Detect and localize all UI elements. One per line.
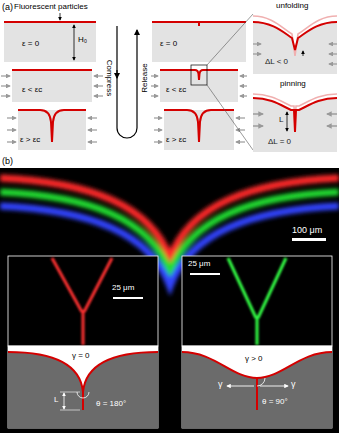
process-label: Release (141, 63, 149, 92)
annotation: Fluorescent particles (14, 3, 88, 11)
strain-label: ε > εc (166, 136, 186, 144)
panel-label: (b) (2, 157, 13, 166)
mode-label: pinning (280, 80, 306, 88)
process-label: Compress (105, 60, 113, 96)
dimension-label: ΔL = 0 (268, 138, 291, 146)
strain-label: ε > εc (20, 136, 40, 144)
angle-label: θ = 90° (262, 398, 288, 406)
dimension-label: H₀ (78, 36, 87, 44)
tension-label: γ = 0 (72, 352, 90, 360)
dimension-label: ΔL < 0 (265, 58, 288, 66)
strain-label: ε = 0 (22, 40, 39, 48)
panel-label: (a) (2, 3, 13, 12)
tension-symbol: γ (218, 380, 223, 389)
mode-label: unfolding (276, 2, 308, 10)
dimension-label: L (54, 396, 58, 404)
strain-label: ε < εc (166, 86, 186, 94)
scale-label: 100 μm (292, 226, 322, 235)
tension-symbol: γ (291, 380, 296, 389)
dimension-label: L (279, 116, 283, 124)
angle-label: θ = 180° (96, 400, 126, 408)
tension-label: γ > 0 (245, 355, 263, 363)
scale-label: 25 μm (188, 260, 210, 268)
scale-label: 25 μm (112, 284, 134, 292)
strain-label: ε < εc (22, 86, 42, 94)
strain-label: ε = 0 (160, 40, 177, 48)
